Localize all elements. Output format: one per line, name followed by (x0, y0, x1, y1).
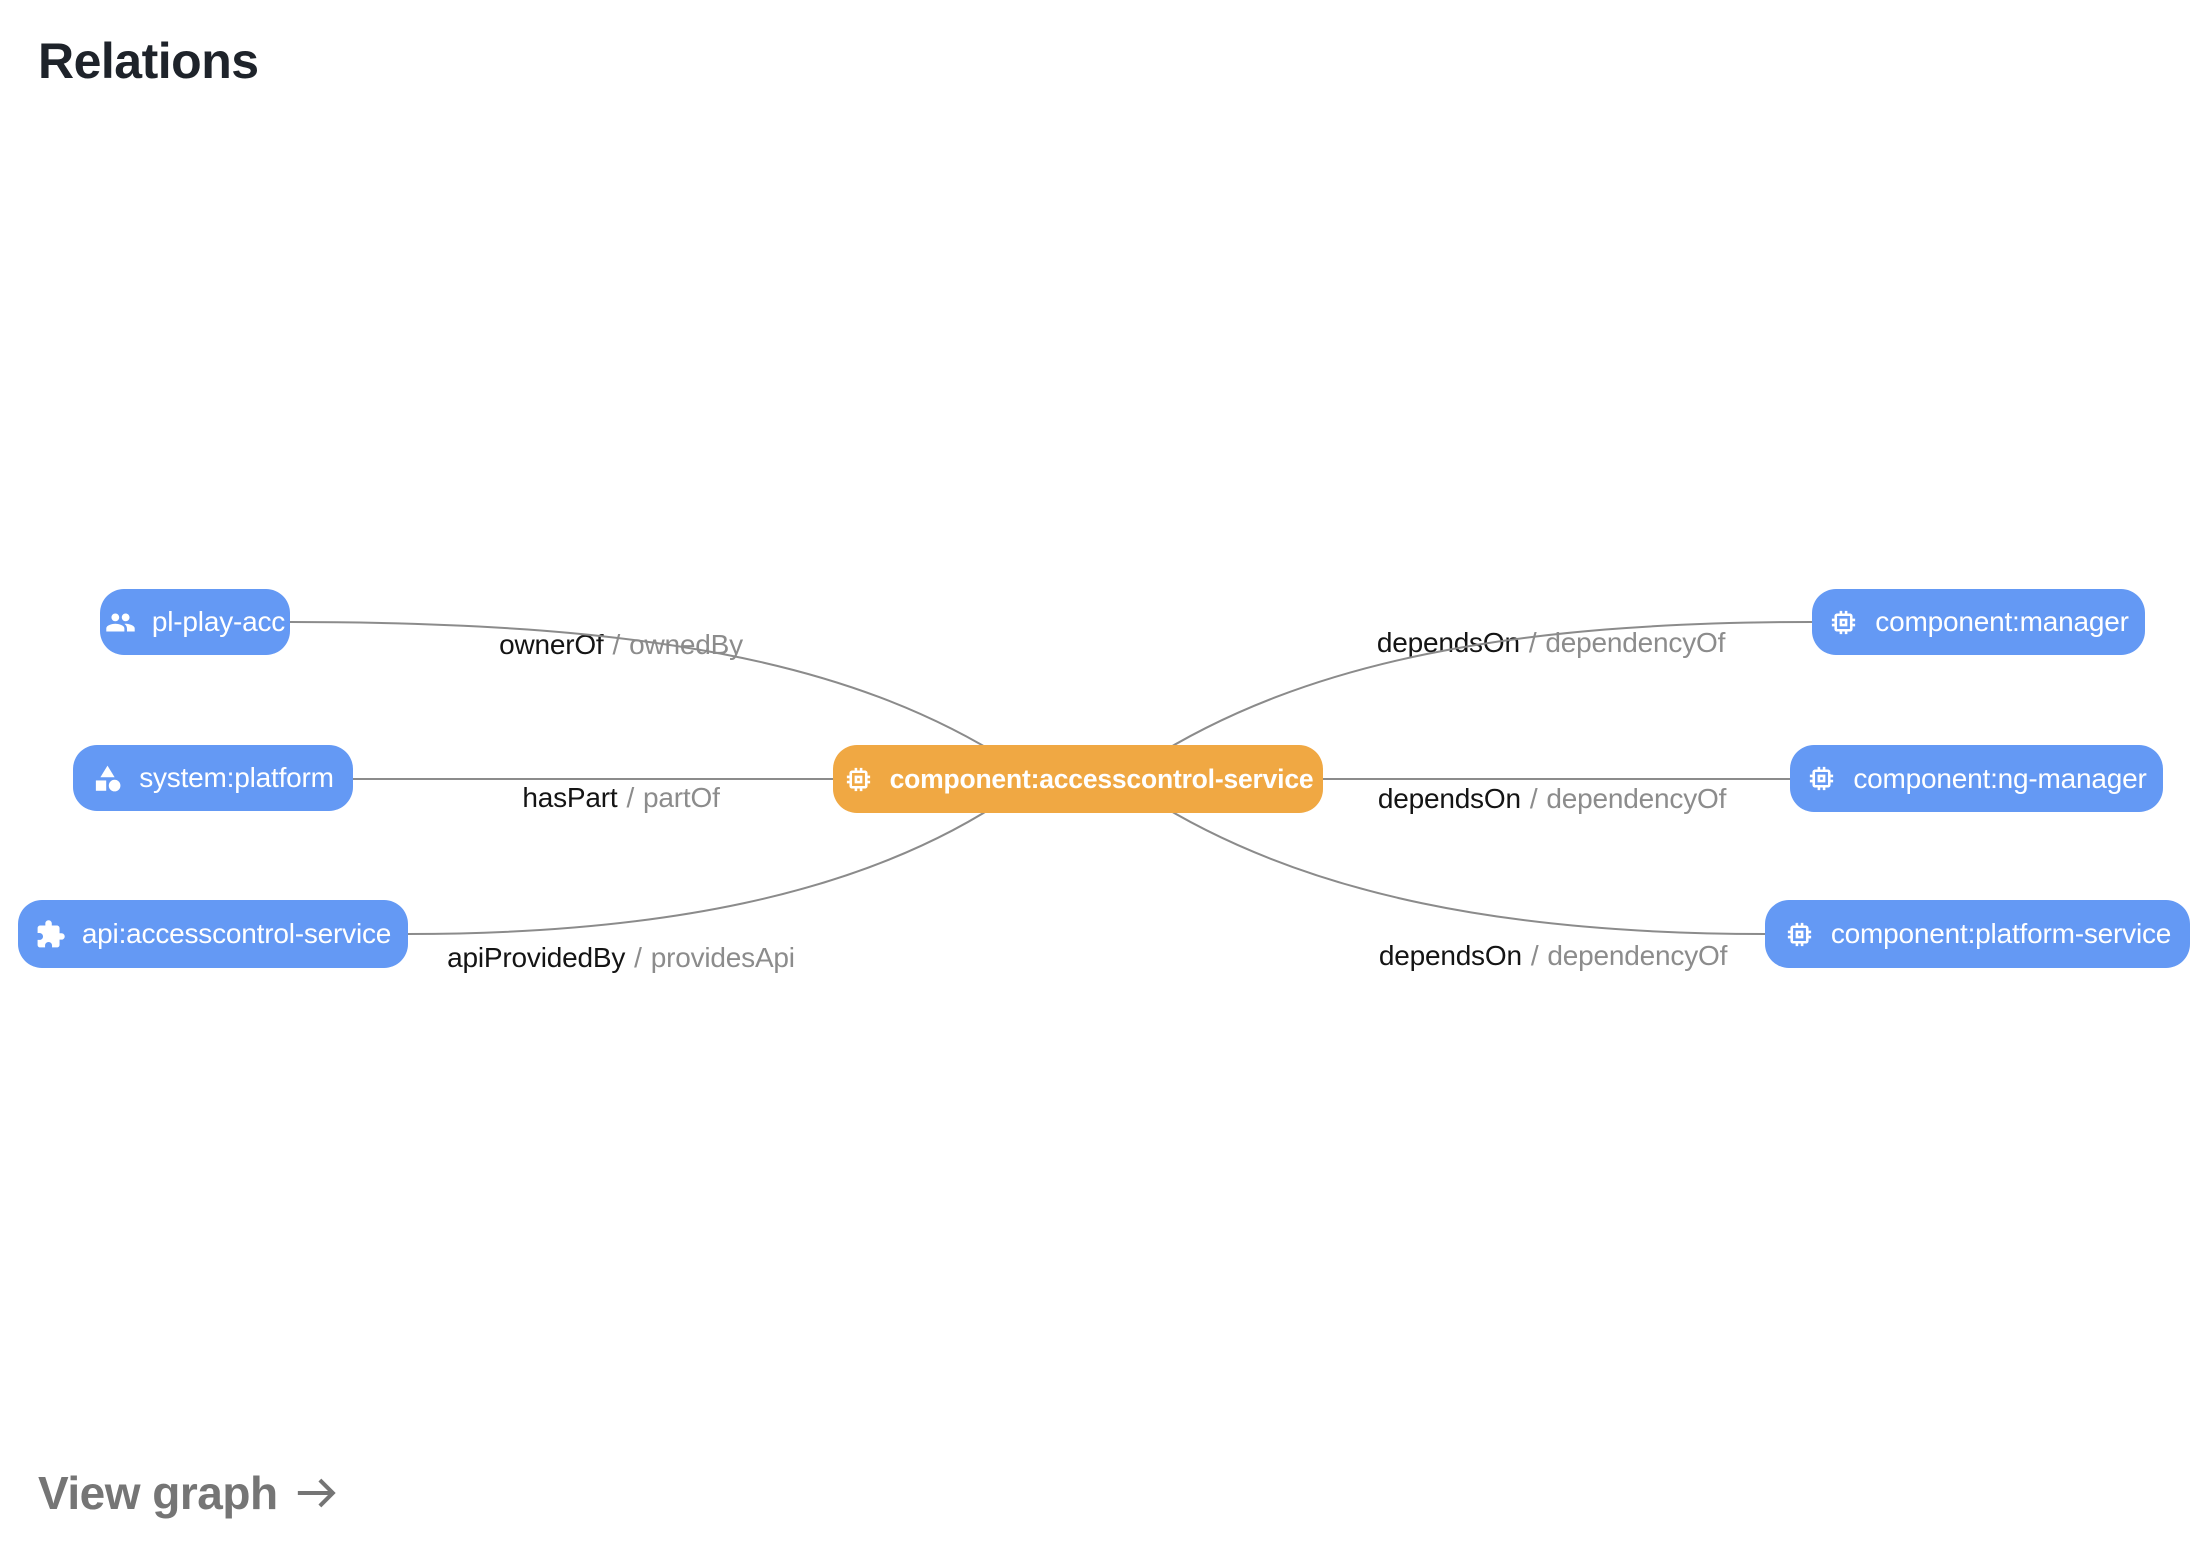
card-title: Relations (38, 33, 259, 89)
relation-label: dependsOn (1377, 783, 1521, 814)
relation-label: apiProvidedBy (447, 942, 626, 973)
entity-node-component-accesscontrol-service[interactable]: component:accesscontrol-service (833, 745, 1323, 813)
entity-node-label: api:accesscontrol-service (81, 918, 392, 949)
group-icon (105, 607, 136, 638)
chip-icon (1806, 763, 1837, 794)
relation-inverse-label: partOf (643, 782, 720, 813)
entity-node-label: system:platform (139, 762, 334, 793)
relation-inverse-label: dependencyOf (1546, 783, 1727, 814)
entity-node-label: component:manager (1875, 606, 2129, 637)
view-graph-label: View graph (38, 1467, 278, 1519)
relation-separator: / (612, 629, 621, 660)
entity-node-label: component:ng-manager (1853, 762, 2147, 794)
entity-node-component-manager[interactable]: component:manager (1812, 589, 2145, 655)
category-icon (92, 763, 123, 794)
entity-node-system-platform[interactable]: system:platform (73, 745, 353, 811)
arrow-right-icon (297, 1478, 336, 1508)
entity-node-api-accesscontrol-service[interactable]: api:accesscontrol-service (18, 900, 408, 968)
entity-node-label: component:platform-service (1830, 918, 2172, 949)
edge-dependson-3 (1145, 795, 1766, 935)
edge-label-apiprovidedby: apiProvidedBy / providesApi (447, 942, 795, 974)
relation-separator: / (1528, 627, 1537, 658)
chip-icon (1828, 607, 1859, 638)
entity-node-label: pl-play-acc (151, 606, 286, 637)
edge-ownerof (289, 621, 1011, 763)
relation-inverse-label: dependencyOf (1547, 940, 1728, 971)
relation-separator: / (626, 782, 635, 813)
relation-separator: / (1529, 783, 1538, 814)
chip-icon (843, 764, 874, 795)
entity-node-component-ng-manager[interactable]: component:ng-manager (1790, 745, 2163, 812)
entity-node-pl-play-acc[interactable]: pl-play-acc (100, 589, 290, 655)
edge-apiprovidedby (407, 795, 1011, 935)
chip-icon (1784, 919, 1815, 950)
view-graph-link[interactable]: View graph (38, 1466, 340, 1520)
relation-label: hasPart (522, 782, 618, 813)
edge-label-haspart: hasPart / partOf (522, 782, 720, 814)
relation-separator: / (1530, 940, 1539, 971)
entity-node-label: component:accesscontrol-service (889, 763, 1314, 794)
edge-label-dependson-2: dependsOn / dependencyOf (1377, 783, 1727, 815)
entity-node-component-platform-service[interactable]: component:platform-service (1765, 900, 2190, 968)
puzzle-icon (35, 919, 66, 950)
edge-dependson-1 (1145, 621, 1813, 763)
edge-label-dependson-3: dependsOn / dependencyOf (1378, 940, 1728, 972)
relation-label: dependsOn (1378, 940, 1522, 971)
relation-inverse-label: providesApi (650, 942, 795, 973)
relation-separator: / (634, 942, 642, 973)
